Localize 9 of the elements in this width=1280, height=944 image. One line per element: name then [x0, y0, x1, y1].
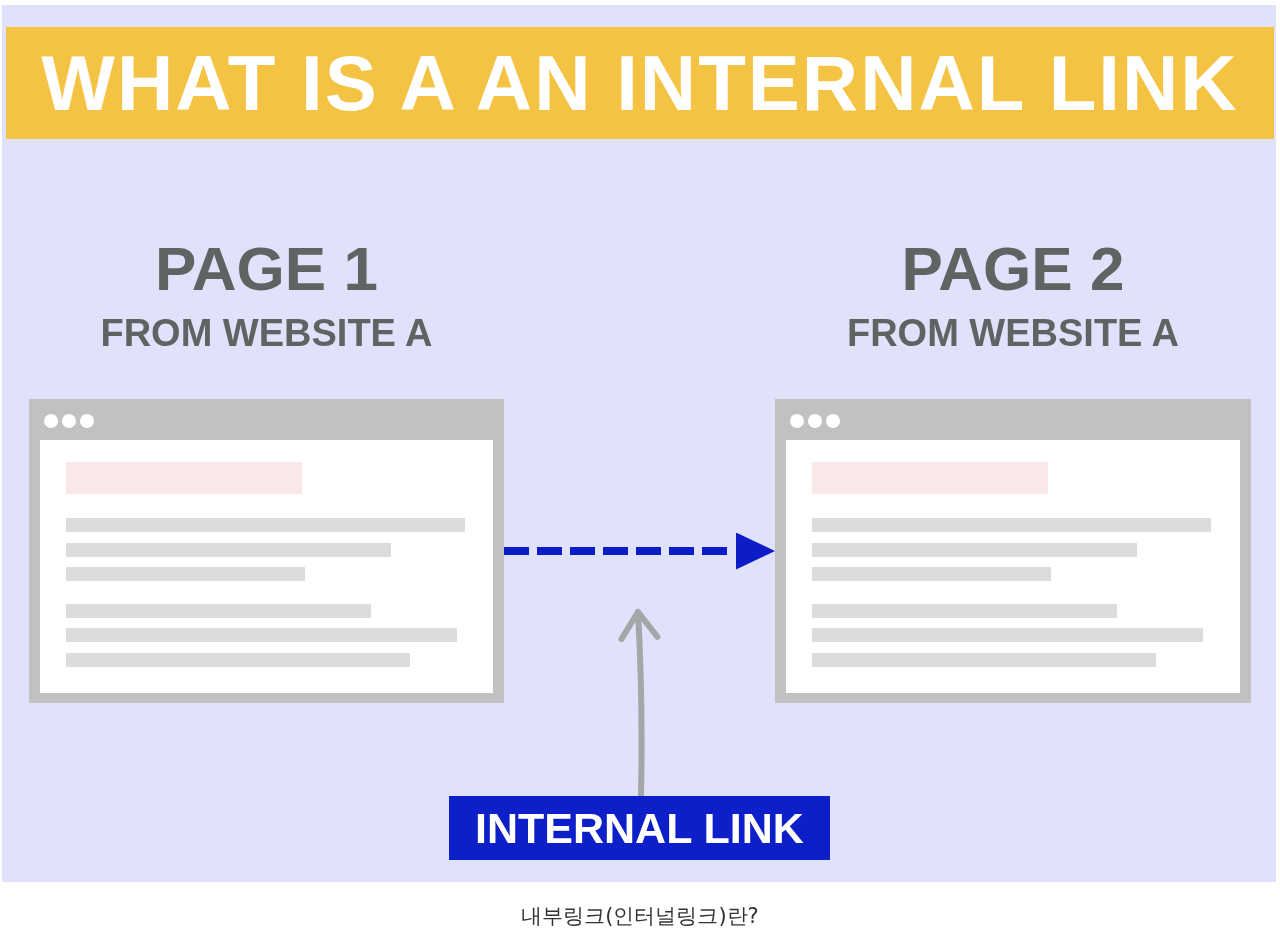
title-banner: WHAT IS A AN INTERNAL LINK [6, 27, 1274, 139]
page-heading: PAGE 1 [155, 238, 378, 300]
page-subheading: FROM WEBSITE A [846, 314, 1180, 352]
page-subheading: FROM WEBSITE A [100, 314, 433, 352]
page-heading: PAGE 2 [901, 238, 1125, 300]
leader-arrow [618, 609, 661, 799]
caption: 내부링크(인터널링크)란? [521, 903, 759, 930]
dashed-arrow [504, 532, 775, 570]
label-tag: INTERNAL LINK [449, 796, 830, 860]
